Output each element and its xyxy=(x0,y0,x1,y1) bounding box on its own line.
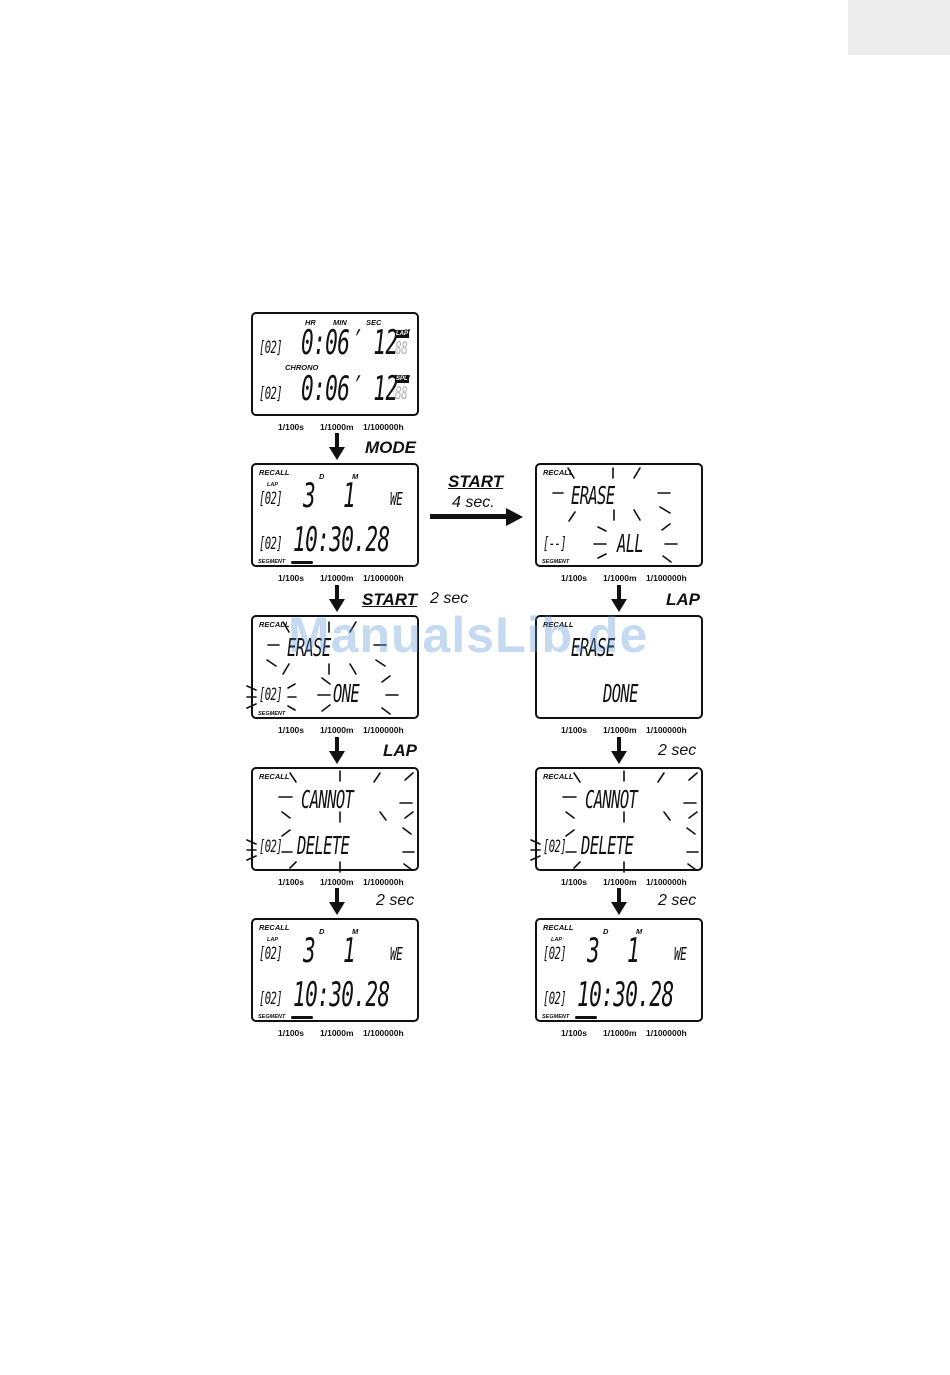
month-label: M xyxy=(352,472,359,481)
all-text: ALL xyxy=(617,529,644,558)
start-label-mid: START xyxy=(362,590,418,609)
recall-label: RECALL xyxy=(259,468,290,477)
index-dashes: [--] xyxy=(543,534,567,554)
down-arrow-icon xyxy=(611,585,627,612)
segment-bar xyxy=(291,561,313,564)
lcd-recall-screen: RECALL LAP D M [02] 3 1 WE [02] 10:30.28… xyxy=(251,463,419,567)
start-label-top: START xyxy=(448,472,504,491)
day-value: 3 xyxy=(303,476,316,516)
lcd-erase-done-screen: RECALL ERASE DONE xyxy=(535,615,703,719)
recall-label: RECALL xyxy=(259,923,290,932)
one-text: ONE xyxy=(333,679,360,708)
delete-text: DELETE xyxy=(297,831,350,860)
corner-tab xyxy=(848,0,950,55)
weekday-value: WE xyxy=(674,944,687,965)
lcd-final-right: RECALL LAP D M [02] 3 1 WE [02] 10:30.28… xyxy=(535,918,703,1022)
recall-label: RECALL xyxy=(543,923,574,932)
weekday-value: WE xyxy=(390,489,403,510)
start-time-top: 4 sec. xyxy=(452,494,495,511)
mode-label: MODE xyxy=(365,438,416,457)
index-value: [02] xyxy=(259,837,283,857)
erase-text: ERASE xyxy=(571,481,615,510)
clock-time: 10:30.28 xyxy=(293,520,390,560)
month-value: 1 xyxy=(627,931,640,971)
down-arrow-icon xyxy=(611,888,627,915)
recall-label: RECALL xyxy=(543,772,574,781)
weekday-value: WE xyxy=(390,944,403,965)
clock-time: 10:30.28 xyxy=(293,975,390,1015)
top-index: [02] xyxy=(543,944,567,964)
lcd-cannot-delete-right: RECALL CANNOT [02] DELETE xyxy=(535,767,703,871)
lcd-cannot-delete-left: RECALL CANNOT [02] DELETE xyxy=(251,767,419,871)
lcd-chrono-screen: HR MIN SEC [02] 0:06′ 12″ LAP 88 CHRONO … xyxy=(251,312,419,416)
done-text: DONE xyxy=(603,679,638,708)
segment-label: SEGMENT xyxy=(542,1014,570,1020)
day-label: D xyxy=(319,927,325,936)
down-arrow-icon xyxy=(329,737,345,764)
segment-bar xyxy=(575,1016,597,1019)
segment-label: SEGMENT xyxy=(258,1014,286,1020)
lap-label-right: LAP xyxy=(666,590,700,609)
down-arrow-icon xyxy=(329,585,345,612)
day-value: 3 xyxy=(587,931,600,971)
row1-time: 0:06′ 12″ xyxy=(301,323,410,363)
recall-label: RECALL xyxy=(543,468,574,477)
bottom-index: [02] xyxy=(543,989,567,1009)
top-index: [02] xyxy=(259,944,283,964)
row1-index: [02] xyxy=(259,338,283,358)
erase-text: ERASE xyxy=(571,633,615,662)
cannot-text: CANNOT xyxy=(301,785,354,814)
month-value: 1 xyxy=(343,931,356,971)
two-sec-right-1: 2 sec xyxy=(658,742,697,759)
recall-label: RECALL xyxy=(543,620,574,629)
min-label: MIN xyxy=(333,318,347,327)
row2-fraction: 88 xyxy=(395,383,408,404)
lcd-final-left: RECALL LAP D M [02] 3 1 WE [02] 10:30.28… xyxy=(251,918,419,1022)
right-arrow-icon xyxy=(430,508,523,526)
index-value: [02] xyxy=(259,685,283,705)
index-value: [02] xyxy=(543,837,567,857)
segment-label: SEGMENT xyxy=(258,559,286,565)
day-label: D xyxy=(319,472,325,481)
bottom-index: [02] xyxy=(259,989,283,1009)
sec-label: SEC xyxy=(366,318,382,327)
day-label: D xyxy=(603,927,609,936)
down-arrow-icon xyxy=(611,737,627,764)
segment-bar xyxy=(291,1016,313,1019)
lcd-erase-one-screen: RECALL ERASE [02] ONE SEGMENT xyxy=(251,615,419,719)
hr-label: HR xyxy=(305,318,316,327)
clock-time: 10:30.28 xyxy=(577,975,674,1015)
day-value: 3 xyxy=(303,931,316,971)
month-label: M xyxy=(636,927,643,936)
lcd-erase-all-screen: RECALL ERASE [--] ALL SEGMENT xyxy=(535,463,703,567)
delete-text: DELETE xyxy=(581,831,634,860)
lap-tag: LAP xyxy=(395,330,409,338)
segment-label: SEGMENT xyxy=(542,559,570,565)
row2-time: 0:06′ 12″ xyxy=(301,369,410,409)
two-sec-left-2: 2 sec xyxy=(376,892,415,909)
down-arrow-icon xyxy=(329,888,345,915)
lap-small-label: LAP xyxy=(551,937,562,943)
recall-label: RECALL xyxy=(259,620,290,629)
two-sec-right-2: 2 sec xyxy=(658,892,697,909)
top-index: [02] xyxy=(259,489,283,509)
cannot-text: CANNOT xyxy=(585,785,638,814)
watermark: ManualsLib.de xyxy=(288,607,649,663)
start-time-mid: 2 sec xyxy=(430,590,469,607)
lap-small-label: LAP xyxy=(267,482,278,488)
down-arrow-icon xyxy=(329,433,345,460)
bottom-index: [02] xyxy=(259,534,283,554)
lap-small-label: LAP xyxy=(267,937,278,943)
recall-label: RECALL xyxy=(259,772,290,781)
erase-text: ERASE xyxy=(287,633,331,662)
segment-label: SEGMENT xyxy=(258,711,286,717)
month-label: M xyxy=(352,927,359,936)
chrono-label: CHRONO xyxy=(285,363,319,372)
row2-index: [02] xyxy=(259,384,283,404)
row1-fraction: 88 xyxy=(395,338,408,359)
month-value: 1 xyxy=(343,476,356,516)
spl-tag: SPL xyxy=(395,375,409,383)
lap-label-left: LAP xyxy=(383,741,417,760)
